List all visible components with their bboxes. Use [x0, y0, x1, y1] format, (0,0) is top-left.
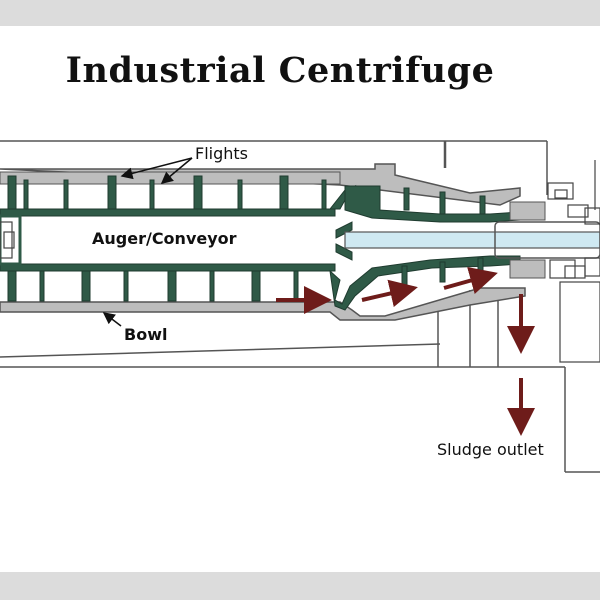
bottom-band [0, 572, 600, 600]
label-auger: Auger/Conveyor [92, 229, 237, 248]
left-hub [0, 221, 15, 259]
label-sludge-outlet: Sludge outlet [437, 440, 544, 459]
frame [0, 140, 600, 473]
label-flights: Flights [195, 144, 248, 163]
sludge-flow-arrows [276, 266, 535, 436]
feed-shaft [344, 201, 600, 279]
leader-lines [102, 157, 193, 327]
bearing-housing [547, 160, 600, 363]
top-band [0, 0, 600, 26]
label-bowl: Bowl [124, 325, 167, 344]
auger-conveyor [0, 175, 521, 311]
diagram-title: Industrial Centrifuge [65, 50, 495, 91]
